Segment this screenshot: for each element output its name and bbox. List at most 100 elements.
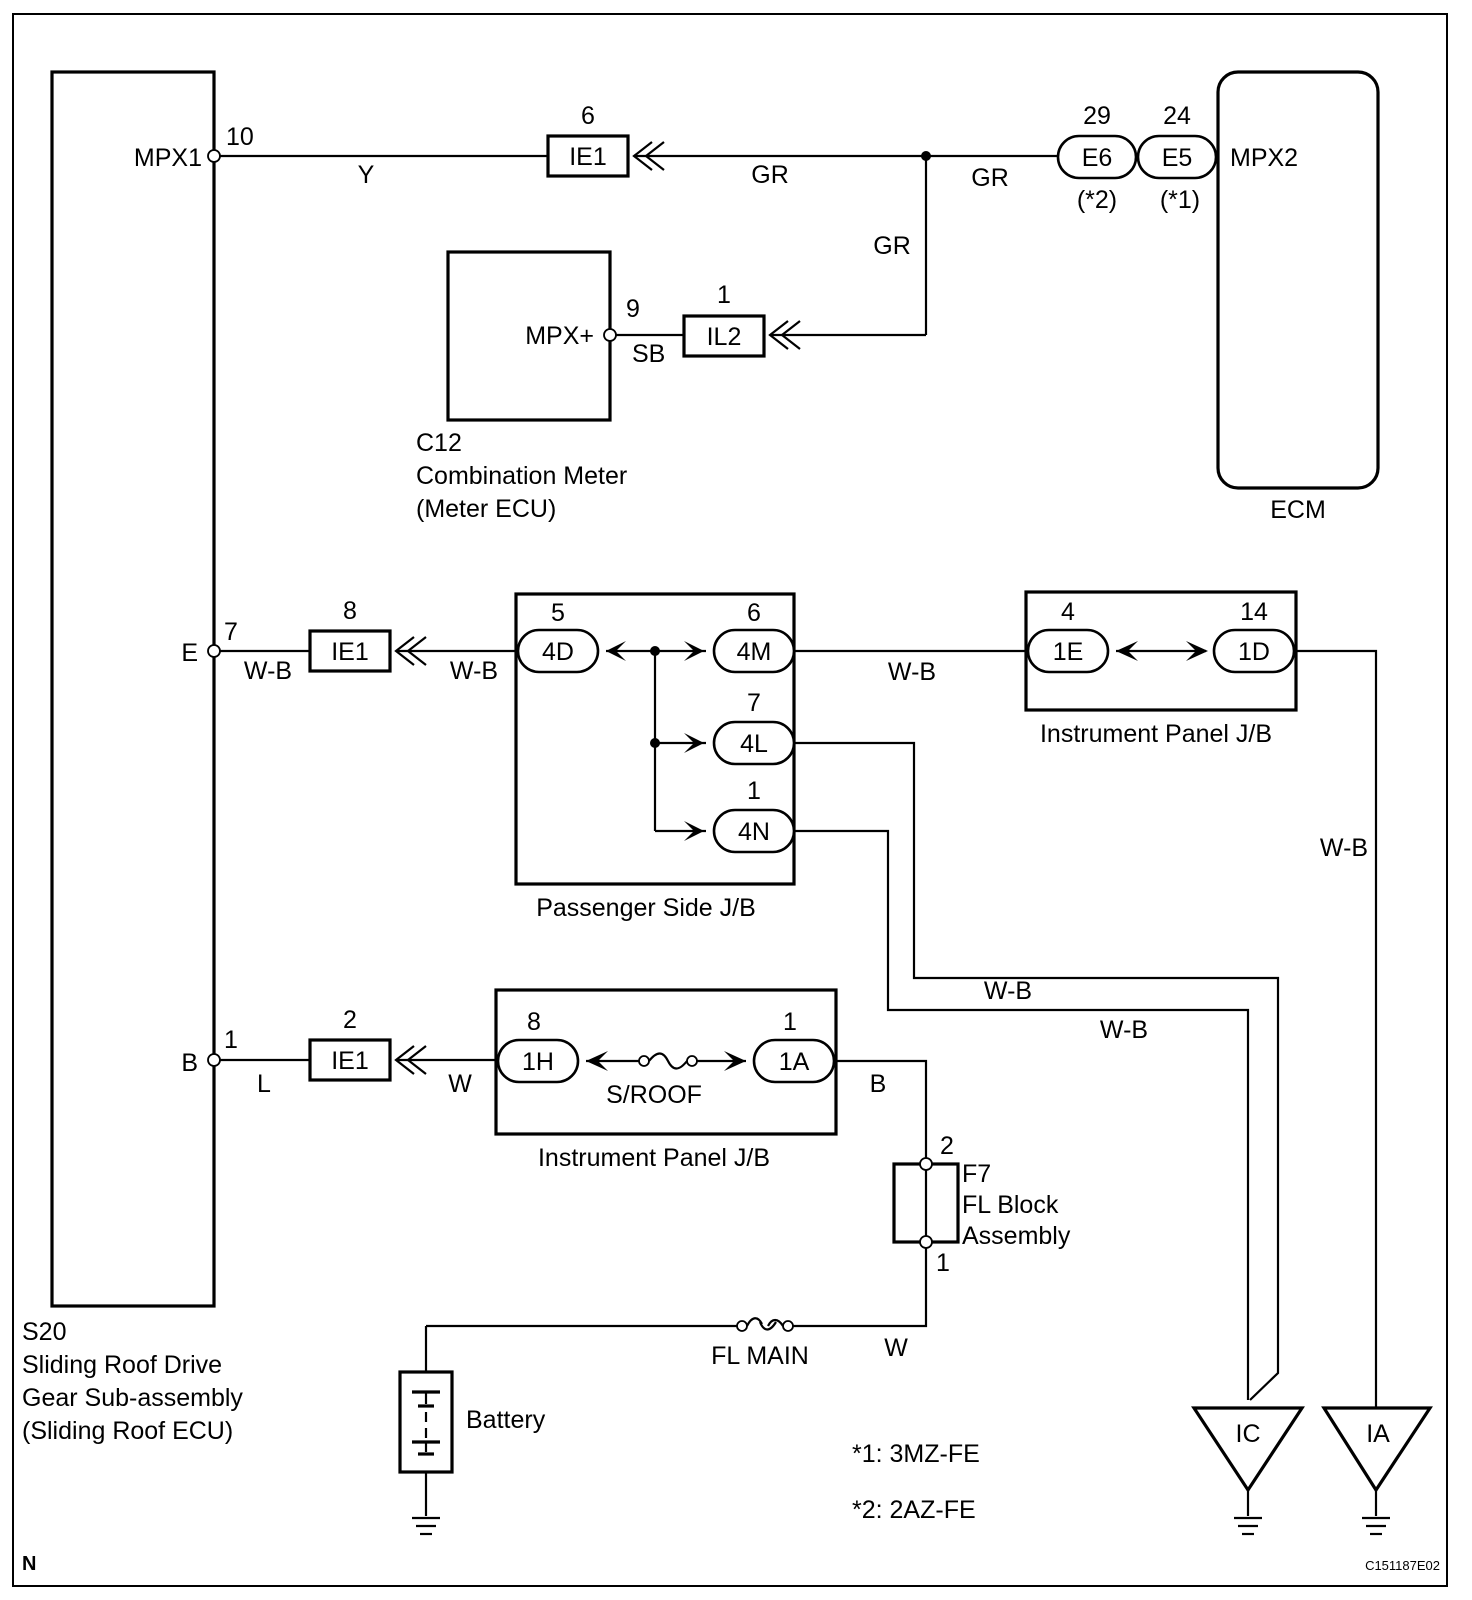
pin-number: 1 <box>936 1249 950 1277</box>
terminal-e: E <box>181 639 198 667</box>
wire-color-label: W-B <box>888 658 936 686</box>
connector-label: 4L <box>740 730 768 758</box>
ip-jb-upper-name: Instrument Panel J/B <box>1040 720 1272 748</box>
fuse-label: S/ROOF <box>606 1081 702 1109</box>
arrow-chevron <box>684 733 704 753</box>
connector-4d <box>516 628 600 674</box>
ground-symbol-icon <box>1234 1490 1262 1536</box>
ecm-box <box>1216 70 1380 490</box>
connector-1e <box>1026 628 1110 674</box>
connector-label: E5 <box>1162 144 1193 172</box>
connector-chevron <box>768 320 801 350</box>
splice-dot <box>650 738 660 748</box>
connector-e5 <box>1136 134 1218 180</box>
connector-e6 <box>1056 134 1138 180</box>
pin-number: 8 <box>343 597 357 625</box>
c12-name: Combination Meter <box>416 462 627 490</box>
f7-pin-1 <box>919 1235 933 1249</box>
f7-id: F7 <box>962 1160 991 1188</box>
pin-number: 1 <box>717 281 731 309</box>
corner-mark-left: N <box>22 1553 36 1575</box>
fuse-sroof-icon <box>638 1052 698 1070</box>
pin-number: 6 <box>747 599 761 627</box>
arrow-chevron <box>1186 641 1208 661</box>
s20-pin-10 <box>207 149 221 163</box>
ip-jb-lower-name: Instrument Panel J/B <box>538 1144 770 1172</box>
pin-number: 6 <box>581 102 595 130</box>
terminal-mpx1: MPX1 <box>134 144 202 172</box>
pin-number: 8 <box>527 1008 541 1036</box>
connector-label: 4M <box>737 638 772 666</box>
pin-number: 7 <box>224 618 238 646</box>
connector-il2 <box>682 314 766 358</box>
connector-label: IE1 <box>569 143 607 171</box>
pin-number: 1 <box>747 777 761 805</box>
arrow-chevron <box>606 641 626 661</box>
wire-color-label: GR <box>751 161 789 189</box>
pin-number: 29 <box>1083 102 1111 130</box>
s20-ecu-box <box>50 70 216 1308</box>
connector-label: IE1 <box>331 638 369 666</box>
pin-number: 7 <box>747 689 761 717</box>
ground-symbol-icon <box>412 1472 440 1536</box>
arrow-chevron <box>684 641 704 661</box>
pin-number: 1 <box>783 1008 797 1036</box>
footnote: *2: 2AZ-FE <box>852 1496 976 1524</box>
ground-point-label: IC <box>1236 1420 1261 1448</box>
f7-name: FL Block <box>962 1191 1059 1219</box>
battery-name: Battery <box>466 1406 546 1434</box>
arrow-chevron <box>1116 641 1138 661</box>
frame <box>12 13 1448 1587</box>
arrow-chevron <box>724 1051 746 1071</box>
connector-label: 4D <box>542 638 574 666</box>
f7-name: Assembly <box>962 1222 1071 1250</box>
ecm-terminal: MPX2 <box>1230 144 1298 172</box>
connector-ie1-bot <box>308 1038 392 1082</box>
pin-number: 1 <box>224 1026 238 1054</box>
ground-symbol-icon <box>1362 1490 1390 1536</box>
wire-wb <box>1294 649 1378 1422</box>
s20-name: Gear Sub-assembly <box>22 1384 243 1412</box>
wire-wb <box>794 741 1280 1401</box>
wire-color-label: L <box>257 1070 271 1098</box>
wire-color-label: W-B <box>450 657 498 685</box>
arrow-chevron <box>684 821 704 841</box>
wire-color-label: SB <box>632 340 665 368</box>
ground-point-label: IA <box>1366 1420 1390 1448</box>
wire-color-label: W <box>448 1070 472 1098</box>
connector-label: 1A <box>779 1048 810 1076</box>
connector-label: 1E <box>1053 638 1084 666</box>
wire-w <box>792 1248 928 1328</box>
pin-number: 5 <box>551 599 565 627</box>
pin-number: 2 <box>343 1006 357 1034</box>
wire-color-label: W-B <box>984 977 1032 1005</box>
wire-color-label: W-B <box>1320 834 1368 862</box>
splice-dot <box>650 646 660 656</box>
fuse-label: FL MAIN <box>711 1342 809 1370</box>
connector-label: 1H <box>522 1048 554 1076</box>
fuse-fl-main-icon <box>736 1317 794 1332</box>
c12-terminal: MPX+ <box>525 322 594 350</box>
c12-id: C12 <box>416 429 462 457</box>
connector-label: 1D <box>1238 638 1270 666</box>
connector-ie1-mid <box>308 629 392 673</box>
arrow-chevron <box>586 1051 608 1071</box>
connector-label: E6 <box>1082 144 1113 172</box>
s20-id: S20 <box>22 1318 66 1346</box>
s20-name: Sliding Roof Drive <box>22 1351 222 1379</box>
battery-icon <box>412 1390 440 1456</box>
connector-ie1-top <box>546 134 630 178</box>
f7-pin-2 <box>919 1157 933 1171</box>
corner-mark-right: C151187E02 <box>1365 1558 1440 1573</box>
pin-number: 2 <box>940 1132 954 1160</box>
pin-number: 14 <box>1240 598 1268 626</box>
connector-label: IL2 <box>707 323 742 351</box>
s20-pin-1 <box>207 1053 221 1067</box>
wire-color-label: Y <box>358 161 375 189</box>
c12-name: (Meter ECU) <box>416 495 556 523</box>
wire-color-label: GR <box>971 164 1009 192</box>
terminal-b: B <box>181 1049 198 1077</box>
pin-number: 4 <box>1061 598 1075 626</box>
variant-note: (*2) <box>1077 186 1117 214</box>
ecm-name: ECM <box>1270 496 1326 524</box>
